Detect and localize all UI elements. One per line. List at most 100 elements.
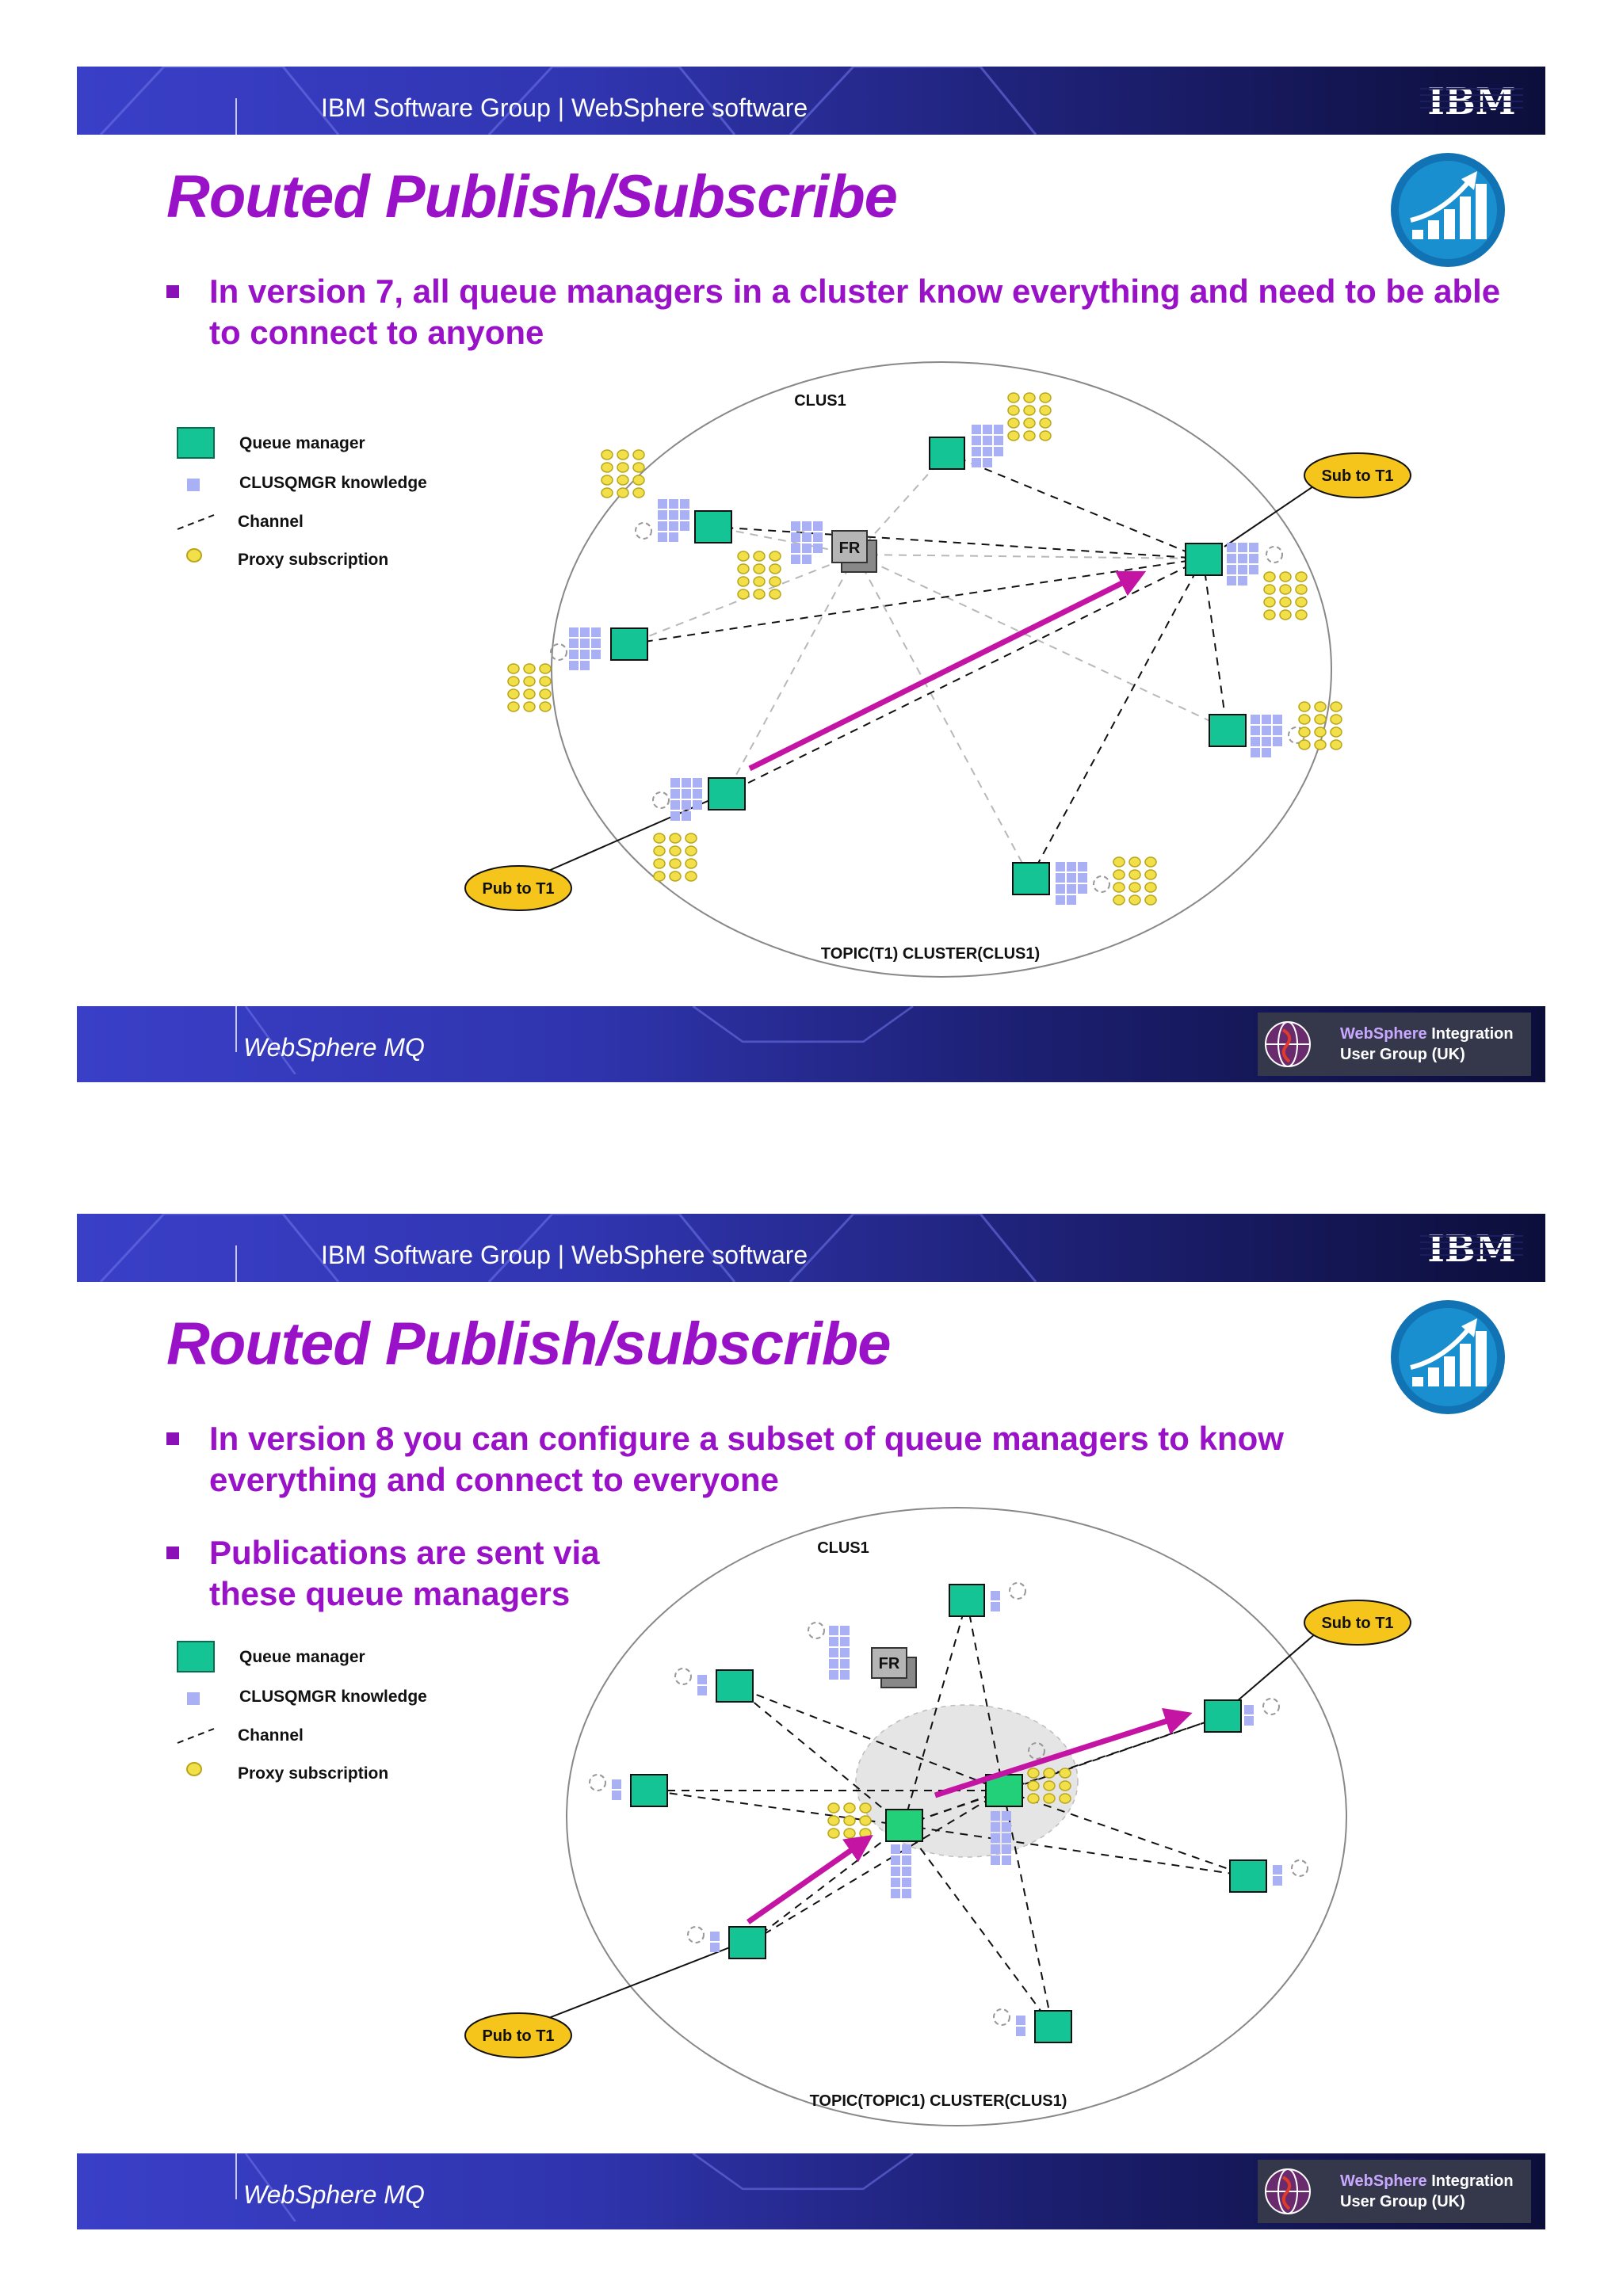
cluster-diagram-v8: CLUS1 (464, 1507, 1411, 2126)
growth-chart-icon (1391, 153, 1505, 267)
pub-label: Pub to T1 (482, 2027, 554, 2045)
full-repository-label: FR (879, 1655, 900, 1672)
queue-manager (610, 627, 648, 661)
footer-product: WebSphere MQ (243, 2180, 425, 2209)
full-repository: FR (831, 530, 877, 573)
legend-channel-swatch (177, 1728, 215, 1744)
footer-bar: WebSphere MQ WebSphere Integration User … (77, 2153, 1545, 2229)
queue-manager (1209, 714, 1247, 747)
header-decoration (99, 67, 1037, 135)
queue-manager-publisher (708, 777, 746, 810)
slide-title: Routed Publish/subscribe (166, 1310, 891, 1378)
queue-manager (1012, 862, 1050, 895)
ibm-logo: IBM (1420, 81, 1523, 120)
queue-manager-subscriber (1185, 543, 1223, 576)
queue-managers (630, 1584, 1267, 2043)
legend-knowledge-label: CLUSQMGR knowledge (239, 474, 427, 492)
cluster-name: CLUS1 (794, 392, 846, 410)
header-decoration (99, 1214, 1037, 1282)
slide-title: Routed Publish/Subscribe (166, 163, 898, 231)
legend-knowledge-swatch (187, 1692, 200, 1705)
user-group-line1: Integration (1426, 2172, 1514, 2190)
header-separator (235, 98, 237, 135)
queue-managers (610, 437, 1247, 895)
sub-label: Sub to T1 (1321, 467, 1393, 485)
legend-queue-manager-swatch (177, 427, 215, 459)
bullet-marker (166, 1547, 179, 1559)
footer-decoration (244, 1006, 914, 1074)
pub-label: Pub to T1 (482, 880, 554, 898)
bullet-marker (166, 1432, 179, 1445)
footer-separator (235, 1006, 237, 1052)
queue-manager-publisher (728, 1926, 766, 1959)
sub-connector (1235, 1633, 1316, 1703)
bullet-text: In version 8 you can configure a subset … (209, 1420, 1284, 1498)
queue-manager (694, 510, 732, 543)
user-group-line1: Integration (1426, 1025, 1514, 1043)
header-bar: IBM Software Group | WebSphere software … (77, 67, 1545, 135)
queue-manager (1034, 2010, 1072, 2043)
cluster-name: CLUS1 (817, 1539, 869, 1557)
channels (628, 452, 1228, 879)
publication-arrow-to-subscriber (934, 1707, 1193, 1798)
legend-proxy-swatch (186, 548, 202, 563)
header-text: IBM Software Group | WebSphere software (321, 93, 808, 122)
user-group-text: WebSphere Integration User Group (UK) (1340, 2171, 1514, 2212)
user-group-badge: WebSphere Integration User Group (UK) (1258, 2160, 1531, 2223)
full-repository: FR (871, 1647, 917, 1688)
pub-bubble: Pub to T1 (464, 865, 572, 911)
sub-label: Sub to T1 (1321, 1615, 1393, 1632)
queue-manager (716, 1669, 754, 1703)
user-group-text: WebSphere Integration User Group (UK) (1340, 1024, 1514, 1065)
user-group-badge: WebSphere Integration User Group (UK) (1258, 1013, 1531, 1076)
slide-2: IBM Software Group | WebSphere software … (0, 1147, 1623, 2294)
bullet-marker (166, 285, 179, 298)
legend-knowledge-label: CLUSQMGR knowledge (239, 1688, 427, 1706)
publication-arrow-to-hub (746, 1834, 873, 1924)
sub-connector (1224, 484, 1316, 547)
cluster-boundary (551, 361, 1332, 978)
legend-proxy-swatch (186, 1762, 202, 1776)
footer-bar: WebSphere MQ WebSphere Integration User … (77, 1006, 1545, 1082)
slide-1: IBM Software Group | WebSphere software … (0, 0, 1623, 1147)
legend: Queue manager CLUSQMGR knowledge Channel… (177, 427, 427, 569)
legend-knowledge-swatch (187, 479, 200, 491)
legend-channel-swatch (177, 514, 215, 530)
user-group-brand: WebSphere (1340, 2172, 1427, 2190)
header-separator (235, 1245, 237, 1282)
bullet-1: In version 7, all queue managers in a cl… (166, 271, 1514, 353)
cluster-boundary (566, 1507, 1347, 2126)
pub-connector (546, 798, 714, 872)
sub-bubble: Sub to T1 (1304, 1600, 1411, 1646)
fr-channels (628, 452, 1228, 879)
legend: Queue manager CLUSQMGR knowledge Channel… (177, 1641, 427, 1783)
legend-queue-manager-swatch (177, 1641, 215, 1672)
legend-queue-manager-label: Queue manager (239, 1648, 365, 1666)
queue-manager (929, 437, 965, 470)
user-group-line2: User Group (UK) (1340, 2193, 1465, 2210)
full-repository-label: FR (839, 540, 861, 557)
bullet-text: In version 7, all queue managers in a cl… (209, 273, 1501, 351)
footer-separator (235, 2153, 237, 2199)
user-group-brand: WebSphere (1340, 1025, 1427, 1043)
pub-bubble: Pub to T1 (464, 2012, 572, 2058)
sub-bubble: Sub to T1 (1304, 452, 1411, 498)
legend-channel-label: Channel (238, 1726, 304, 1745)
topic-definition: TOPIC(TOPIC1) CLUSTER(CLUS1) (810, 2092, 1067, 2110)
ibm-logo: IBM (1420, 1228, 1523, 1268)
footer-product: WebSphere MQ (243, 1033, 425, 1062)
user-group-line2: User Group (UK) (1340, 1046, 1465, 1063)
legend-channel-label: Channel (238, 513, 304, 531)
publication-arrow (748, 570, 1147, 772)
topic-definition: TOPIC(T1) CLUSTER(CLUS1) (821, 945, 1040, 963)
bullet-2: Publications are sent via these queue ma… (166, 1532, 610, 1615)
cluster-diagram-v7: CLUS1 (464, 361, 1411, 978)
bullet-1: In version 8 you can configure a subset … (166, 1418, 1403, 1501)
queue-manager (1229, 1859, 1267, 1893)
knowledge-grids (569, 425, 1282, 905)
header-text: IBM Software Group | WebSphere software (321, 1241, 808, 1269)
legend-proxy-label: Proxy subscription (238, 551, 388, 569)
globe-logo-icon (1265, 1021, 1311, 1067)
pub-connector (546, 1945, 735, 2019)
header-bar: IBM Software Group | WebSphere software … (77, 1214, 1545, 1282)
